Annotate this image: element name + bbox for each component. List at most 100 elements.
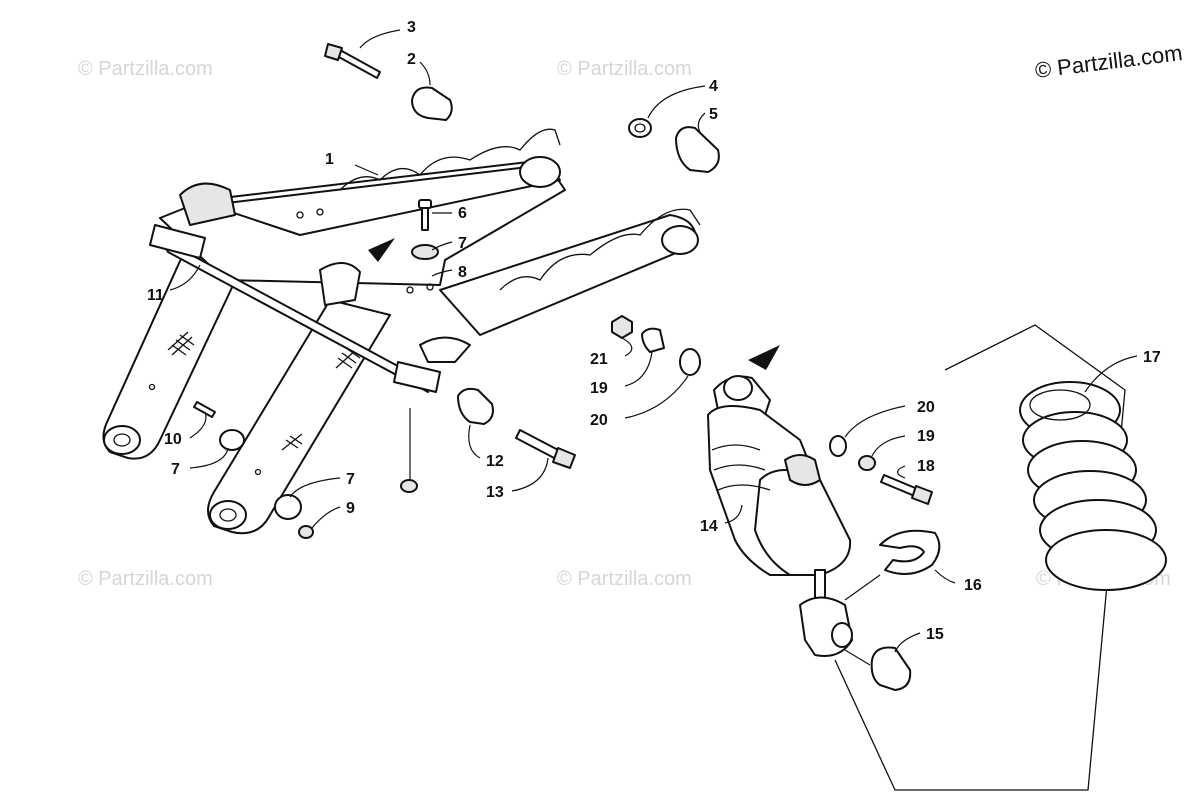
callout-7: 7 (346, 471, 355, 488)
bushing-2 (411, 86, 453, 121)
spring-group (834, 324, 1167, 791)
callout-20: 20 (590, 412, 608, 429)
pivot-block-left (179, 182, 236, 226)
leader-19b (871, 435, 906, 457)
callout-11: 11 (147, 287, 164, 304)
arm-bushing-left (103, 425, 141, 455)
washer-7 (411, 244, 439, 260)
bolt-10 (193, 401, 216, 418)
lower-bracket (419, 336, 471, 363)
leader-1 (354, 164, 379, 176)
leader-4 (647, 85, 706, 119)
watermarks: © Partzilla.com © Partzilla.com © Partzi… (78, 58, 1171, 590)
bushing-19 (641, 327, 665, 353)
callout-12: 12 (486, 453, 504, 470)
frame-boss-right (661, 225, 699, 255)
hole (406, 286, 414, 294)
leader-20a (624, 375, 689, 419)
leader-11 (169, 264, 201, 291)
hole (296, 211, 304, 219)
callout-13: 13 (486, 484, 504, 501)
washer-bore (634, 123, 646, 133)
bushing-12 (457, 387, 494, 425)
leader-8 (431, 269, 453, 277)
callout-16: 16 (964, 577, 982, 594)
leader-17 (1084, 355, 1138, 393)
shock-reservoir (754, 469, 852, 576)
nut-9b (400, 479, 418, 493)
watermark-text: © Partzilla.com (78, 58, 213, 80)
spring-coil (1045, 529, 1167, 591)
shock-bracket (319, 262, 361, 306)
bushing-19b (858, 455, 876, 471)
hole (426, 283, 434, 291)
callout-10: 10 (164, 431, 182, 448)
shock-adjuster (784, 454, 821, 486)
rear-arm-left (102, 249, 246, 460)
o-ring-20 (679, 348, 701, 376)
leader-3 (359, 29, 401, 49)
leader-7b (189, 447, 229, 469)
callout-7: 7 (458, 235, 467, 252)
bolt-13-head (552, 447, 576, 469)
arm-bore (113, 433, 131, 447)
swing-arm-assembly (102, 128, 701, 535)
leader-15 (894, 632, 921, 653)
shock-bottom-bore (831, 622, 853, 648)
o-ring-20b (829, 435, 847, 457)
shaft-bracket-right (393, 361, 441, 393)
nut-21 (611, 315, 633, 339)
leader-10 (189, 411, 207, 439)
spring-retainer-16 (879, 529, 941, 575)
hatch-marks (167, 331, 195, 356)
callout-3: 3 (407, 19, 416, 36)
washer-4 (628, 118, 652, 138)
leader-20b (844, 405, 906, 438)
callout-19: 19 (917, 428, 935, 445)
leader-18 (896, 465, 906, 479)
callout-21: 21 (590, 351, 608, 368)
direction-arrow (368, 238, 395, 262)
hole (254, 468, 262, 476)
shock-top-bore (723, 375, 753, 401)
leader-19a (624, 351, 653, 387)
callout-20: 20 (917, 399, 935, 416)
leader-12 (468, 424, 481, 459)
callout-6: 6 (458, 205, 467, 222)
callout-7: 7 (171, 461, 180, 478)
callout-5: 5 (709, 106, 718, 123)
leader-14 (724, 504, 743, 524)
leader-15-link (844, 649, 871, 666)
wire-guide-right (499, 208, 701, 291)
watermark-text: © Partzilla.com (557, 58, 692, 80)
shock-absorber (707, 375, 853, 657)
watermark-text: © Partzilla.com (557, 568, 692, 590)
spacer-15 (870, 646, 912, 691)
washer-7-lower (219, 429, 245, 451)
bolt-head (324, 43, 343, 61)
spacer-5 (675, 126, 720, 173)
callout-18: 18 (917, 458, 935, 475)
leader-9 (311, 506, 341, 529)
callout-14: 14 (700, 518, 718, 535)
washer-7-bottom (274, 494, 302, 520)
leader-7a (431, 241, 453, 251)
callout-17: 17 (1143, 349, 1161, 366)
callout-8: 8 (458, 264, 467, 281)
screw-6 (421, 207, 429, 231)
copyright-text: © Partzilla.com (1034, 40, 1184, 83)
bolt-18-head (911, 485, 933, 505)
direction-arrow (748, 345, 780, 370)
leader-16 (934, 569, 956, 584)
hole (148, 383, 156, 391)
arm-bore (219, 508, 237, 522)
rear-arm-right (207, 299, 391, 535)
callout-2: 2 (407, 51, 416, 68)
watermark-text: © Partzilla.com (78, 568, 213, 590)
spring-inner (1029, 389, 1091, 421)
hatch-marks (335, 347, 361, 369)
leader-5 (697, 112, 706, 133)
nut-9 (298, 525, 314, 539)
frame-boss-upper (519, 156, 561, 188)
callout-labels: 3 2 4 5 1 6 7 8 11 10 7 7 9 12 13 21 19 … (147, 19, 1161, 643)
